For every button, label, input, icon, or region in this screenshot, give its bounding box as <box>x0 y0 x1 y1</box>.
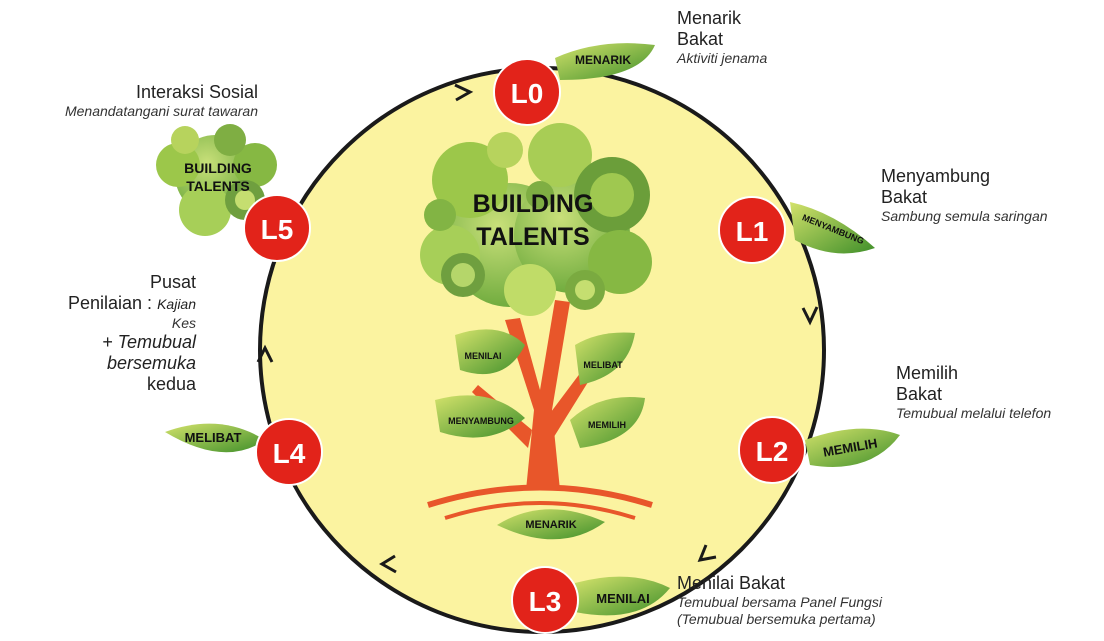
tree <box>420 123 653 540</box>
caption-title: Bakat <box>881 187 928 207</box>
caption-title: Bakat <box>896 384 943 404</box>
node-l5-caption: Interaksi Sosial Menandatangani surat ta… <box>65 82 258 120</box>
node-l4: L4 <box>255 418 323 486</box>
node-label: L3 <box>529 586 562 617</box>
caption-subtitle: Temubual bersama Panel Fungsi <box>677 594 882 610</box>
tree-leaf-label: MENYAMBUNG <box>448 416 514 426</box>
center-title-line1: BUILDING <box>473 190 594 218</box>
caption-subtitle: Sambung semula saringan <box>881 208 1048 224</box>
tree-leaf-label: MELIBAT <box>583 360 623 370</box>
caption-title: Bakat <box>677 29 724 49</box>
caption-title: Penilaian : <box>68 293 153 313</box>
caption-title: Menyambung <box>881 166 991 186</box>
caption-subtitle: bersemuka <box>106 353 196 373</box>
caption-subtitle: Menandatangani surat tawaran <box>64 103 258 119</box>
node-leaf-label: TALENTS <box>186 178 250 194</box>
caption-subtitle: + Temubual <box>102 332 196 352</box>
node-l2-caption: Memilih Bakat Temubual melalui telefon <box>896 363 1051 422</box>
tree-leaf-label: MEMILIH <box>588 420 626 430</box>
caption-subtitle: Aktiviti jenama <box>677 50 768 66</box>
caption-title: Memilih <box>896 363 959 383</box>
caption-subtitle: Kes <box>171 315 196 331</box>
node-l3-caption: Menilai Bakat Temubual bersama Panel Fun… <box>677 573 882 628</box>
node-l1-caption: Menyambung Bakat Sambung semula saringan <box>881 166 1048 225</box>
arrow-icon <box>697 544 717 562</box>
tree-leaf-label: MENARIK <box>525 519 576 531</box>
tree-leaf-label: MENILAI <box>465 351 502 361</box>
caption-title: Interaksi Sosial <box>135 82 258 102</box>
node-l0: L0 <box>493 58 561 126</box>
node-leaf-label: MENARIK <box>575 53 631 67</box>
node-label: L5 <box>261 214 294 245</box>
caption-title: Menilai Bakat <box>677 573 786 593</box>
node-leaf-label: MENILAI <box>596 591 649 606</box>
arrow-icon <box>454 83 474 102</box>
caption-title: kedua <box>146 374 196 394</box>
node-l4-caption: Pusat Penilaian : Kajian Kes + Temubual … <box>68 272 196 395</box>
center-title-line2: TALENTS <box>476 223 589 251</box>
caption-subtitle: Kajian <box>157 296 196 312</box>
node-l1: L1 <box>718 196 786 264</box>
node-leaf-label: BUILDING <box>184 160 252 176</box>
cycle-arrows <box>256 83 819 574</box>
node-label: L2 <box>756 436 789 467</box>
node-label: L4 <box>273 438 306 469</box>
node-l3: L3 <box>511 566 579 634</box>
caption-title: Pusat <box>149 272 196 292</box>
caption-title: Menarik <box>677 8 742 28</box>
node-l2: L2 <box>738 416 806 484</box>
arrow-icon <box>256 344 274 363</box>
arrow-icon <box>801 306 819 326</box>
node-label: L1 <box>736 216 769 247</box>
caption-subtitle: Temubual melalui telefon <box>896 405 1052 421</box>
arrow-icon <box>379 554 397 574</box>
node-label: L0 <box>511 78 544 109</box>
node-l5: L5 <box>243 194 311 262</box>
node-l0-caption: Menarik Bakat Aktiviti jenama <box>677 8 767 67</box>
node-leaf-label: MELIBAT <box>185 430 242 445</box>
node-leaves <box>156 43 900 616</box>
caption-subtitle: (Temubual bersemuka pertama) <box>677 611 876 627</box>
